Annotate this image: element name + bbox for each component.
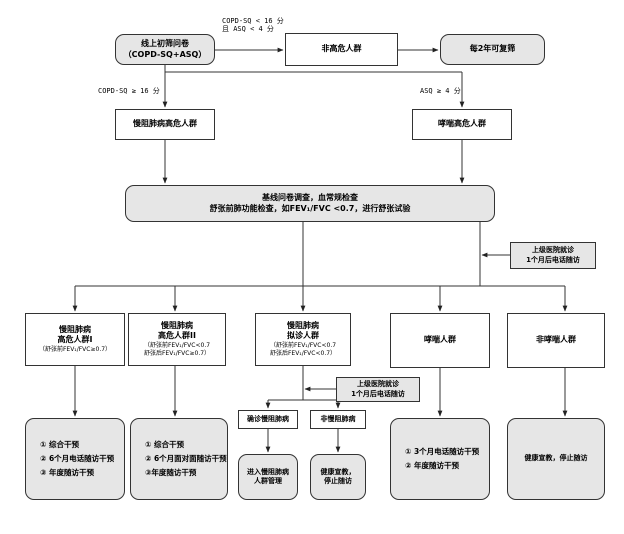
wheeze-group-label: 哮喘人群 [424,335,456,345]
group1-line1: 慢阻肺病 [59,324,91,334]
outcome2-item-3: ③年度随访干预 [145,468,197,478]
outcome1-item-1: ① 综合干预 [40,439,79,449]
non-high-risk-box: 非高危人群 [285,33,398,66]
outcome1-item-3: ③ 年度随访干预 [40,468,94,478]
group3-line2: 拟诊人群 [287,331,319,341]
confirmed-copd-box: 确诊慢阻肺病 [238,410,298,429]
copd-risk-group-1-box: 慢阻肺病 高危人群I （舒张前FEV₁/FVC≥0.7） [25,313,125,366]
group3-criteria-1: （舒张前FEV₁/FVC<0.7 [269,342,337,350]
condition-asq: ASQ ≥ 4 分 [420,87,461,95]
group2-criteria-1: （舒张前FEV₁/FVC<0.7 [143,342,211,350]
health-education-stop-box: 健康宣教， 停止随访 [310,454,366,500]
group3-criteria-2: 舒张后FEV₁/FVC<0.7） [269,350,337,358]
outcome2-item-2: ② 6个月面对面随访干预 [145,453,227,463]
group2-line2: 高危人群II [158,331,196,341]
condition-low-risk: COPD-SQ < 16 分 且 ASQ < 4 分 [222,17,284,34]
group2-line1: 慢阻肺病 [161,320,193,330]
non-copd-label: 非慢阻肺病 [320,414,356,423]
referral-mid-line2: 1个月后电话随访 [351,389,405,398]
non-high-risk-label: 非高危人群 [321,44,362,54]
copd-suspected-group-box: 慢阻肺病 拟诊人群 （舒张前FEV₁/FVC<0.7 舒张后FEV₁/FVC<0… [255,313,351,366]
outcome-group2-box: ① 综合干预 ② 6个月面对面随访干预 ③年度随访干预 [130,418,228,500]
wheeze-high-risk-label: 哮喘高危人群 [438,119,486,129]
group1-criteria: （舒张前FEV₁/FVC≥0.7） [38,346,112,354]
outcome-non-wheeze-box: 健康宣教，停止随访 [507,418,605,500]
referral-right-line1: 上级医院就诊 [532,246,574,255]
health-education-stop-line1: 健康宣教， [320,467,356,476]
referral-box-right: 上级医院就诊 1个月后电话随访 [510,242,596,269]
referral-right-line2: 1个月后电话随访 [526,255,580,264]
outcome1-item-2: ② 6个月电话随访干预 [40,453,115,463]
baseline-exam-line2: 舒张前肺功能检查，如FEV₁/FVC <0.7，进行舒张试验 [209,203,411,213]
condition-low-risk-line1: COPD-SQ < 16 分 [222,17,284,25]
group2-criteria-2: 舒张后FEV₁/FVC≥0.7） [143,350,211,358]
screening-questionnaire-title: 线上初筛问卷 [141,38,189,48]
referral-mid-line1: 上级医院就诊 [357,380,399,389]
rescreen-label: 每2年可复筛 [469,44,516,54]
wheeze-group-box: 哮喘人群 [390,313,490,368]
non-wheeze-group-label: 非哮喘人群 [536,335,576,345]
copd-risk-group-2-box: 慢阻肺病 高危人群II （舒张前FEV₁/FVC<0.7 舒张后FEV₁/FVC… [128,313,226,366]
confirmed-copd-label: 确诊慢阻肺病 [247,414,289,423]
outcome-wheeze-item-2: ② 年度随访干预 [405,461,459,470]
screening-questionnaire-subtitle: （COPD-SQ+ASQ） [123,49,207,59]
copd-high-risk-label: 慢阻肺病高危人群 [133,119,197,129]
outcome-wheeze-item-1: ① 3个月电话随访干预 [405,446,480,456]
copd-management-line1: 进入慢阻肺病 [247,467,289,476]
group1-line2: 高危人群I [57,335,93,345]
screening-questionnaire-box: 线上初筛问卷 （COPD-SQ+ASQ） [115,34,215,65]
condition-copd-sq: COPD-SQ ≥ 16 分 [98,87,160,95]
non-wheeze-group-box: 非哮喘人群 [507,313,605,368]
outcome-wheeze-box: ① 3个月电话随访干预 ② 年度随访干预 [390,418,490,500]
health-education-stop-line2: 停止随访 [324,477,352,485]
referral-box-middle: 上级医院就诊 1个月后电话随访 [336,377,420,402]
baseline-exam-line1: 基线问卷调查，血常规检查 [262,192,358,202]
copd-management-box: 进入慢阻肺病 人群管理 [238,454,298,500]
outcome2-item-1: ① 综合干预 [145,439,184,449]
condition-low-risk-line2: 且 ASQ < 4 分 [222,25,274,34]
copd-management-line2: 人群管理 [254,477,282,485]
non-copd-box: 非慢阻肺病 [310,410,366,429]
copd-high-risk-box: 慢阻肺病高危人群 [115,109,215,140]
group3-line1: 慢阻肺病 [287,320,319,330]
baseline-exam-box: 基线问卷调查，血常规检查 舒张前肺功能检查，如FEV₁/FVC <0.7，进行舒… [125,185,495,222]
outcome-group1-box: ① 综合干预 ② 6个月电话随访干预 ③ 年度随访干预 [25,418,125,500]
wheeze-high-risk-box: 哮喘高危人群 [412,109,512,140]
outcome-non-wheeze-label: 健康宣教，停止随访 [524,454,588,463]
rescreen-box: 每2年可复筛 [440,34,545,65]
